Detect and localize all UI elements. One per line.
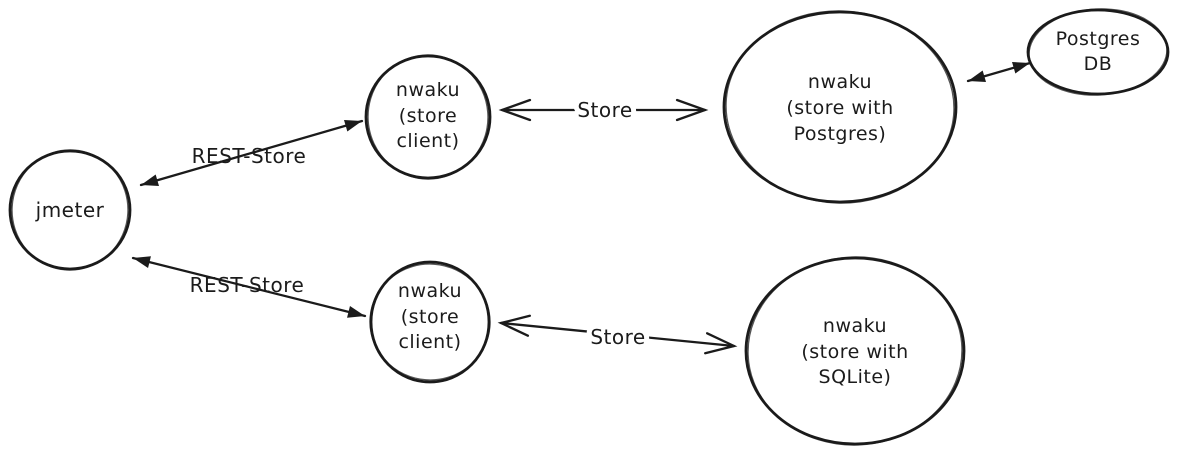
store-sqlite-circle-sketch bbox=[747, 256, 963, 446]
edge-store-bottom: Store bbox=[497, 314, 738, 355]
store-client-top-label-line3: client) bbox=[396, 130, 459, 152]
store-postgres-circle-sketch bbox=[725, 10, 955, 204]
edge-rest-store-top: REST-Store bbox=[139, 119, 364, 187]
postgres-db-circle-sketch bbox=[1028, 8, 1168, 96]
store-top-label: Store bbox=[577, 98, 632, 122]
jmeter-label: jmeter bbox=[35, 198, 105, 222]
store-client-top-circle-sketch bbox=[367, 54, 489, 180]
store-client-bottom-label-line3: client) bbox=[398, 331, 461, 353]
store-postgres-circle bbox=[722, 10, 958, 204]
store-client-bottom-label-line1: nwaku bbox=[398, 280, 462, 302]
store-client-bottom-circle bbox=[369, 260, 491, 384]
store-client-bottom-label-line2: (store bbox=[401, 306, 459, 328]
store-bottom-arrow bbox=[497, 314, 738, 355]
node-nwaku-store-sqlite: nwaku (store with SQLite) bbox=[744, 256, 966, 446]
store-client-top-label-line2: (store bbox=[399, 105, 457, 127]
node-nwaku-store-client-bottom: nwaku (store client) bbox=[369, 260, 491, 384]
store-client-bottom-circle-sketch bbox=[369, 263, 491, 381]
store-postgres-label-line3: Postgres) bbox=[794, 123, 887, 145]
store-sqlite-circle bbox=[744, 256, 966, 446]
postgres-db-link-arrow bbox=[966, 61, 1032, 83]
rest-store-bottom-arrow bbox=[131, 256, 367, 318]
postgres-db-label-line1: Postgres bbox=[1056, 28, 1141, 50]
store-bottom-label: Store bbox=[590, 325, 645, 349]
rest-store-top-arrow bbox=[139, 119, 364, 187]
jmeter-circle-sketch bbox=[11, 149, 129, 271]
jmeter-circle bbox=[8, 149, 132, 271]
store-sqlite-label-line1: nwaku bbox=[823, 315, 887, 337]
store-postgres-label-line1: nwaku bbox=[808, 71, 872, 93]
store-client-top-label-line1: nwaku bbox=[396, 79, 460, 101]
rest-store-top-label: REST-Store bbox=[192, 144, 307, 168]
store-sqlite-label-line2: (store with bbox=[801, 341, 908, 363]
node-postgres-db: Postgres DB bbox=[1026, 8, 1170, 96]
node-nwaku-store-postgres: nwaku (store with Postgres) bbox=[722, 10, 958, 204]
postgres-db-circle bbox=[1026, 8, 1170, 96]
node-jmeter: jmeter bbox=[8, 149, 132, 271]
postgres-db-label-line2: DB bbox=[1084, 53, 1113, 75]
store-sqlite-label-line3: SQLite) bbox=[819, 366, 892, 388]
node-nwaku-store-client-top: nwaku (store client) bbox=[364, 54, 492, 180]
rest-store-bottom-label: REST-Store bbox=[190, 273, 305, 297]
edge-rest-store-bottom: REST-Store bbox=[131, 256, 367, 318]
store-client-top-circle bbox=[364, 54, 492, 180]
store-postgres-label-line2: (store with bbox=[786, 97, 893, 119]
edge-postgres-db-link bbox=[966, 61, 1032, 83]
edge-store-top: Store bbox=[498, 93, 709, 127]
